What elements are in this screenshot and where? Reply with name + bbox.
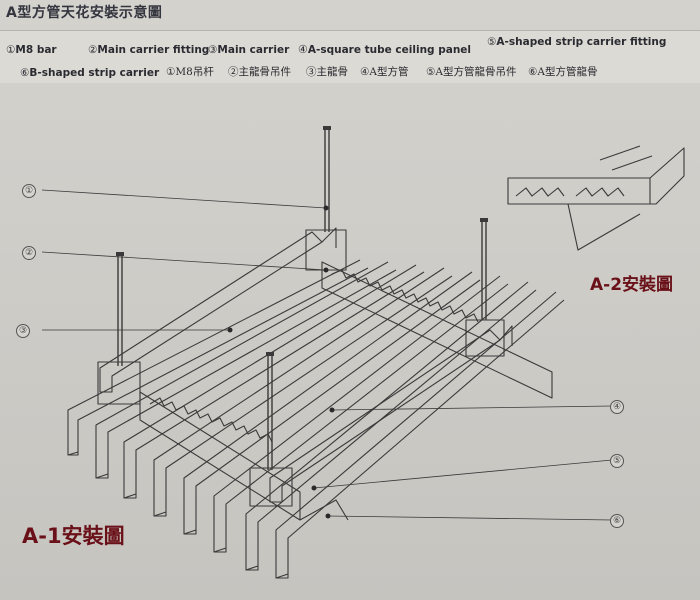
view-label-a2: A-2安裝圖 — [590, 275, 674, 295]
legend-item-m8-bar-en: ①M8 bar — [6, 44, 57, 56]
main-carrier-fittings — [97, 229, 505, 507]
legend-item-strip-carrier-zh: ⑥A型方管龍骨 — [528, 66, 598, 78]
legend-item-main-carrier-zh: ③主龍骨 — [306, 66, 348, 78]
strip-carriers — [139, 261, 553, 521]
page-title: A型方管天花安裝示意圖 — [6, 5, 163, 21]
legend-item-main-carrier-en: ③Main carrier — [208, 44, 290, 56]
callout-leaders — [41, 189, 613, 521]
legend-band — [0, 30, 700, 83]
square-tube-panels — [67, 259, 565, 579]
legend-item-square-tube-zh: ④A型方管 — [360, 66, 409, 78]
callout-6: ⑥ — [610, 514, 624, 528]
legend-item-strip-carrier-en: ⑥B-shaped strip carrier — [20, 67, 160, 79]
legend-item-main-carrier-fitting-zh: ②主龍骨吊件 — [228, 66, 291, 78]
legend-item-main-carrier-fitting-en: ②Main carrier fitting — [88, 44, 210, 56]
main-carriers — [99, 227, 513, 503]
legend-item-strip-carrier-fitting-zh: ⑤A型方管龍骨吊件 — [426, 66, 517, 78]
callout-2: ② — [22, 246, 36, 260]
a2-detail-view — [507, 145, 685, 251]
legend-item-strip-carrier-fitting-en: ⑤A-shaped strip carrier fitting — [487, 36, 667, 48]
legend-item-square-tube-panel-en: ④A-square tube ceiling panel — [298, 43, 472, 56]
m8-bars — [117, 130, 487, 470]
legend-item-m8-bar-zh: ①M8吊杆 — [166, 66, 214, 78]
callout-3: ③ — [16, 324, 30, 338]
view-label-a1: A-1安裝圖 — [22, 524, 125, 548]
callout-1: ① — [22, 184, 36, 198]
callout-4: ④ — [610, 400, 624, 414]
callout-5: ⑤ — [610, 454, 624, 468]
